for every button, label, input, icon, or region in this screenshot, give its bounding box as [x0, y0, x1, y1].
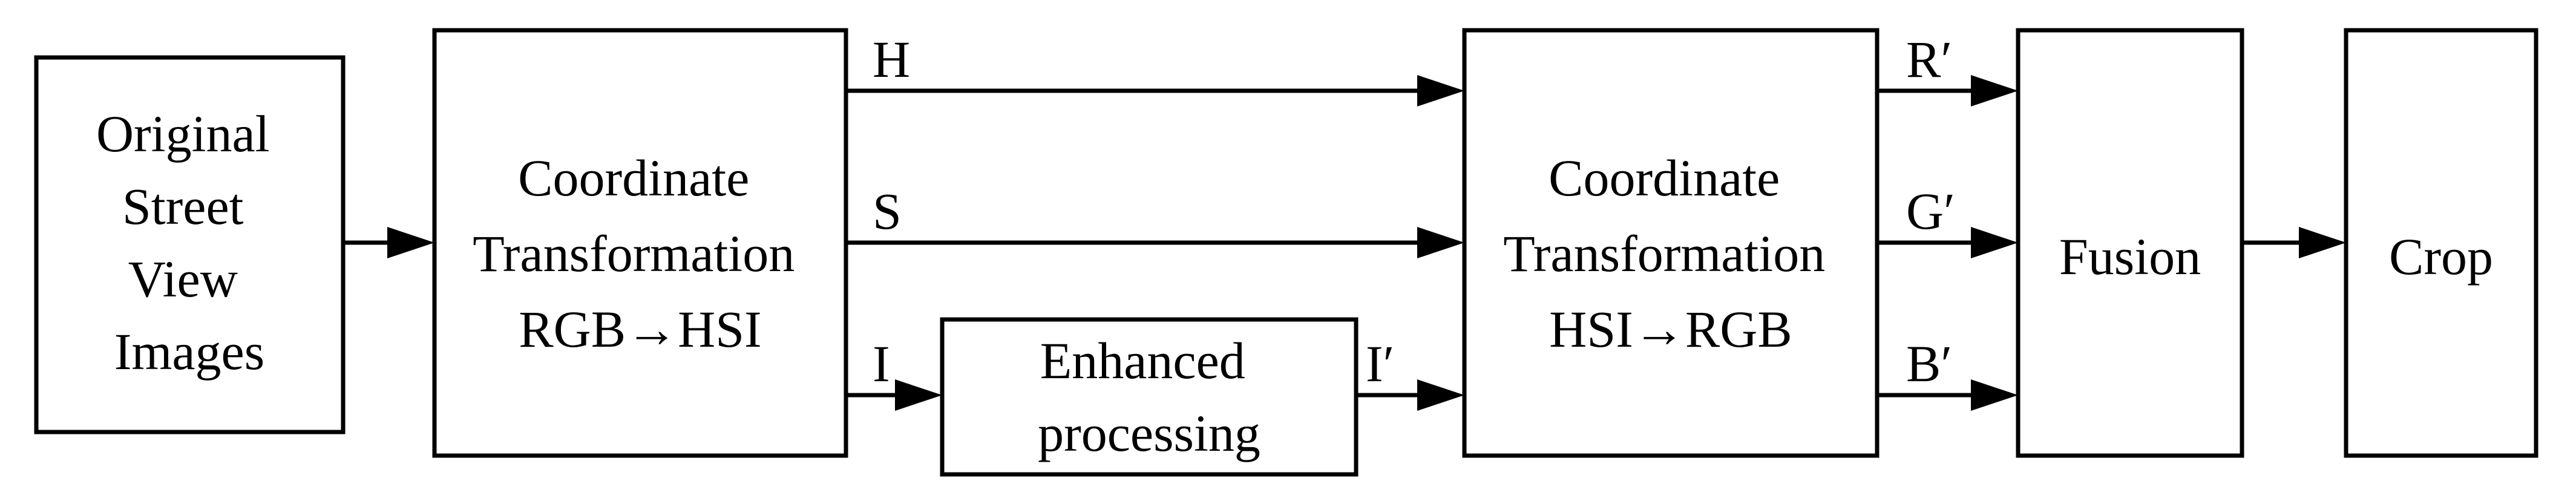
arrow-original-to-transform — [343, 227, 434, 258]
arrow-g-prime — [1877, 227, 2018, 258]
arrow-fusion-to-crop — [2242, 227, 2346, 258]
i-prime-label: I′ — [1366, 335, 1394, 393]
enhanced-processing-label: Enhanced processing — [1038, 332, 1260, 462]
s-label: S — [873, 182, 902, 240]
fusion-box — [2016, 28, 2244, 458]
arrow-i-channel — [846, 379, 942, 411]
r-prime-label: R′ — [1906, 30, 1952, 88]
crop-box — [2344, 28, 2538, 458]
arrow-s-channel — [846, 227, 1464, 258]
arrow-r-prime — [1877, 75, 2018, 106]
h-label: H — [873, 30, 910, 88]
arrow-h-channel — [846, 75, 1464, 106]
arrow-i-prime — [1356, 379, 1464, 411]
i-label: I — [873, 335, 890, 393]
fusion-label: Fusion — [2059, 228, 2201, 286]
b-prime-label: B′ — [1906, 335, 1952, 393]
original-images-box — [34, 55, 346, 434]
rgb-to-hsi-box — [432, 28, 848, 458]
enhanced-processing-box — [940, 317, 1358, 477]
hsi-to-rgb-label: Coordinate Transformation HSI→RGB — [1503, 149, 1838, 358]
original-images-label: Original Street View Images — [96, 105, 283, 381]
hsi-to-rgb-box — [1462, 28, 1880, 458]
rgb-to-hsi-label: Coordinate Transformation RGB→HSI — [473, 149, 807, 358]
crop-label: Crop — [2389, 228, 2493, 286]
g-prime-label: G′ — [1906, 182, 1955, 240]
arrow-b-prime — [1877, 379, 2018, 411]
